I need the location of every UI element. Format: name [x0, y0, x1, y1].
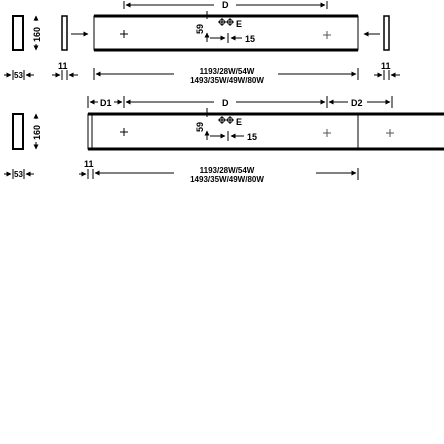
- mount-point-left: [120, 30, 128, 38]
- height-59-bottom: 59: [195, 122, 205, 132]
- length-line2-bottom: 1493/35W/49W/80W: [190, 175, 264, 184]
- label-e-top: E: [236, 19, 242, 29]
- gap-11-bottom: 11: [84, 159, 94, 169]
- mount-point-bottom-right: [386, 129, 394, 137]
- mount-point-center-b: [226, 18, 234, 26]
- mount-point-right: [323, 31, 331, 39]
- mount-point-bottom-center-a: [218, 116, 226, 124]
- label-e-bottom: E: [236, 117, 242, 127]
- length-line1-bottom: 1193/28W/54W: [200, 166, 255, 175]
- luminaire-body-top: [93, 15, 359, 51]
- height-59-top: 59: [195, 24, 205, 34]
- dim-d2: D2: [351, 98, 363, 108]
- bottom-view: E 59 15 D1 D D2 160 53: [4, 96, 444, 184]
- end-cap-left: [12, 15, 24, 51]
- mount-point-center-a: [218, 18, 226, 26]
- width-160-top: 160: [32, 27, 42, 42]
- thickness-53-top: 53: [14, 71, 23, 80]
- mount-point-bottom-center-b: [226, 116, 234, 124]
- offset-15-top: 15: [245, 34, 255, 44]
- end-cap-middle: [61, 15, 68, 51]
- end-cap-bottom: [12, 113, 24, 150]
- length-line2-top: 1493/35W/49W/80W: [190, 76, 264, 85]
- top-view: E 59 15 D 160 53 11: [4, 0, 400, 85]
- mount-point-bottom-left: [120, 128, 128, 136]
- mount-point-bottom-mid: [323, 129, 331, 137]
- gap-11-top-left: 11: [58, 61, 68, 71]
- dim-d1: D1: [100, 98, 112, 108]
- dim-d-bottom: D: [222, 98, 229, 108]
- width-160-bottom: 160: [32, 125, 42, 140]
- luminaire-body-bottom: [87, 113, 444, 150]
- end-cap-right: [383, 15, 390, 51]
- dim-d-top: D: [222, 0, 229, 10]
- length-line1-top: 1193/28W/54W: [200, 67, 255, 76]
- gap-11-top-right: 11: [381, 61, 391, 71]
- thickness-53-bottom: 53: [14, 170, 23, 179]
- offset-15-bottom: 15: [247, 132, 257, 142]
